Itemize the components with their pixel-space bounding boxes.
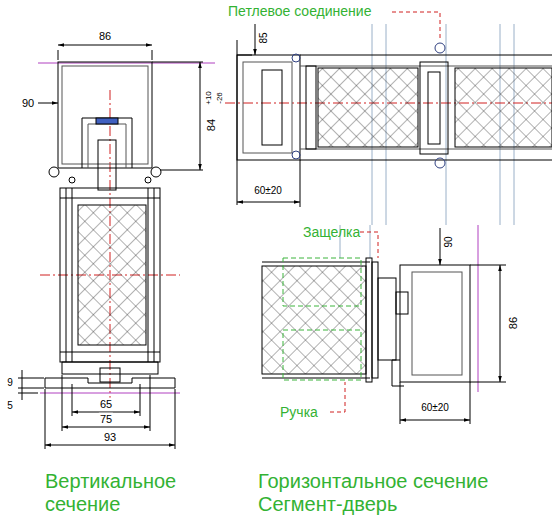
callout-label: Защелка	[303, 224, 360, 240]
dimension-label: 60±20	[420, 402, 450, 414]
dimension-tolerance: +10	[204, 90, 213, 106]
dimension-tolerance: -26	[215, 91, 224, 105]
dimension-label: 86	[507, 316, 520, 330]
caption-text: Вертикальное сечение	[45, 470, 215, 516]
dimension-label: 65	[99, 398, 113, 411]
dimension-label: 75	[99, 413, 113, 426]
dimension-label: 90	[21, 97, 35, 110]
dimension-label: 85	[258, 31, 270, 44]
dimension-label: 9	[6, 377, 14, 389]
dimension-label: 86	[98, 30, 112, 43]
dimension-label: 84	[205, 118, 218, 132]
dimension-label: 60±20	[253, 185, 283, 197]
caption-text: Горизонтальное сечение Сегмент-дверь	[258, 470, 548, 516]
dimension-label: 90	[443, 235, 455, 248]
callout-label: Петлевое соединение	[228, 3, 371, 19]
dimension-label: 5	[6, 400, 14, 412]
dimension-label: 93	[103, 431, 117, 444]
callout-label: Ручка	[280, 404, 318, 420]
